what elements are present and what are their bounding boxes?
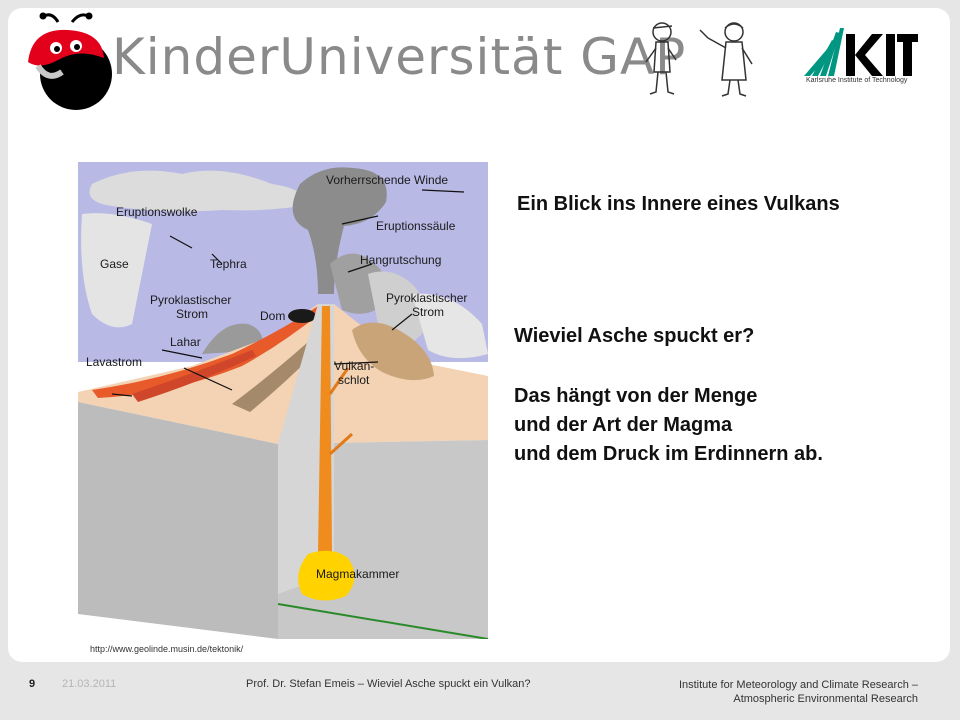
footer-institute-line1: Institute for Meteorology and Climate Re… (678, 679, 918, 691)
kinderuni-bug-logo (18, 8, 118, 112)
label-pyro-right-1: Pyroklastischer (386, 291, 468, 305)
label-eruption-cloud: Eruptionswolke (116, 205, 198, 219)
label-pyro-right-2: Strom (412, 305, 445, 319)
label-eruption-column: Eruptionssäule (376, 219, 456, 233)
answer-line-2: und der Art der Magma (514, 414, 733, 436)
label-vent-2: schlot (338, 373, 370, 387)
label-lahar: Lahar (170, 335, 201, 349)
image-source-url: http://www.geolinde.musin.de/tektonik/ (90, 644, 244, 654)
question-text: Wieviel Asche spuckt er? (514, 325, 755, 347)
cartoon-figures-illustration (636, 18, 776, 100)
label-pyro-left-2: Strom (176, 307, 209, 321)
label-tephra: Tephra (210, 257, 247, 271)
footer-institute-line2: Atmospheric Environmental Research (733, 693, 918, 705)
footer-date: 21.03.2011 (62, 678, 117, 690)
footer-author: Prof. Dr. Stefan Emeis – Wieviel Asche s… (246, 678, 531, 690)
label-landslide: Hangrutschung (360, 253, 442, 267)
answer-line-1: Das hängt von der Menge (514, 385, 758, 407)
label-lava-flow: Lavastrom (86, 355, 143, 369)
label-gases: Gase (100, 257, 129, 271)
answer-line-3: und dem Druck im Erdinnern ab. (514, 443, 823, 465)
page-number: 9 (29, 678, 36, 690)
kit-subtitle: Karlsruhe Institute of Technology (806, 77, 908, 84)
slide-heading: Ein Blick ins Innere eines Vulkans (517, 193, 840, 215)
kinderuni-title: KinderUniversität GAP (112, 28, 687, 86)
label-pyro-left-1: Pyroklastischer (150, 293, 232, 307)
slide-footer: 9 21.03.2011 Prof. Dr. Stefan Emeis – Wi… (0, 662, 960, 720)
label-vent-1: Vulkan- (334, 359, 375, 373)
kit-logo: Karlsruhe Institute of Technology (798, 28, 918, 92)
volcano-diagram: Vorherrschende Winde Eruptionswolke Erup… (72, 154, 488, 639)
label-dome: Dom (260, 309, 286, 323)
label-winds: Vorherrschende Winde (326, 173, 449, 187)
footer-institute: Institute for Meteorology and Climate Re… (679, 678, 918, 706)
label-magma-chamber: Magmakammer (316, 567, 400, 581)
